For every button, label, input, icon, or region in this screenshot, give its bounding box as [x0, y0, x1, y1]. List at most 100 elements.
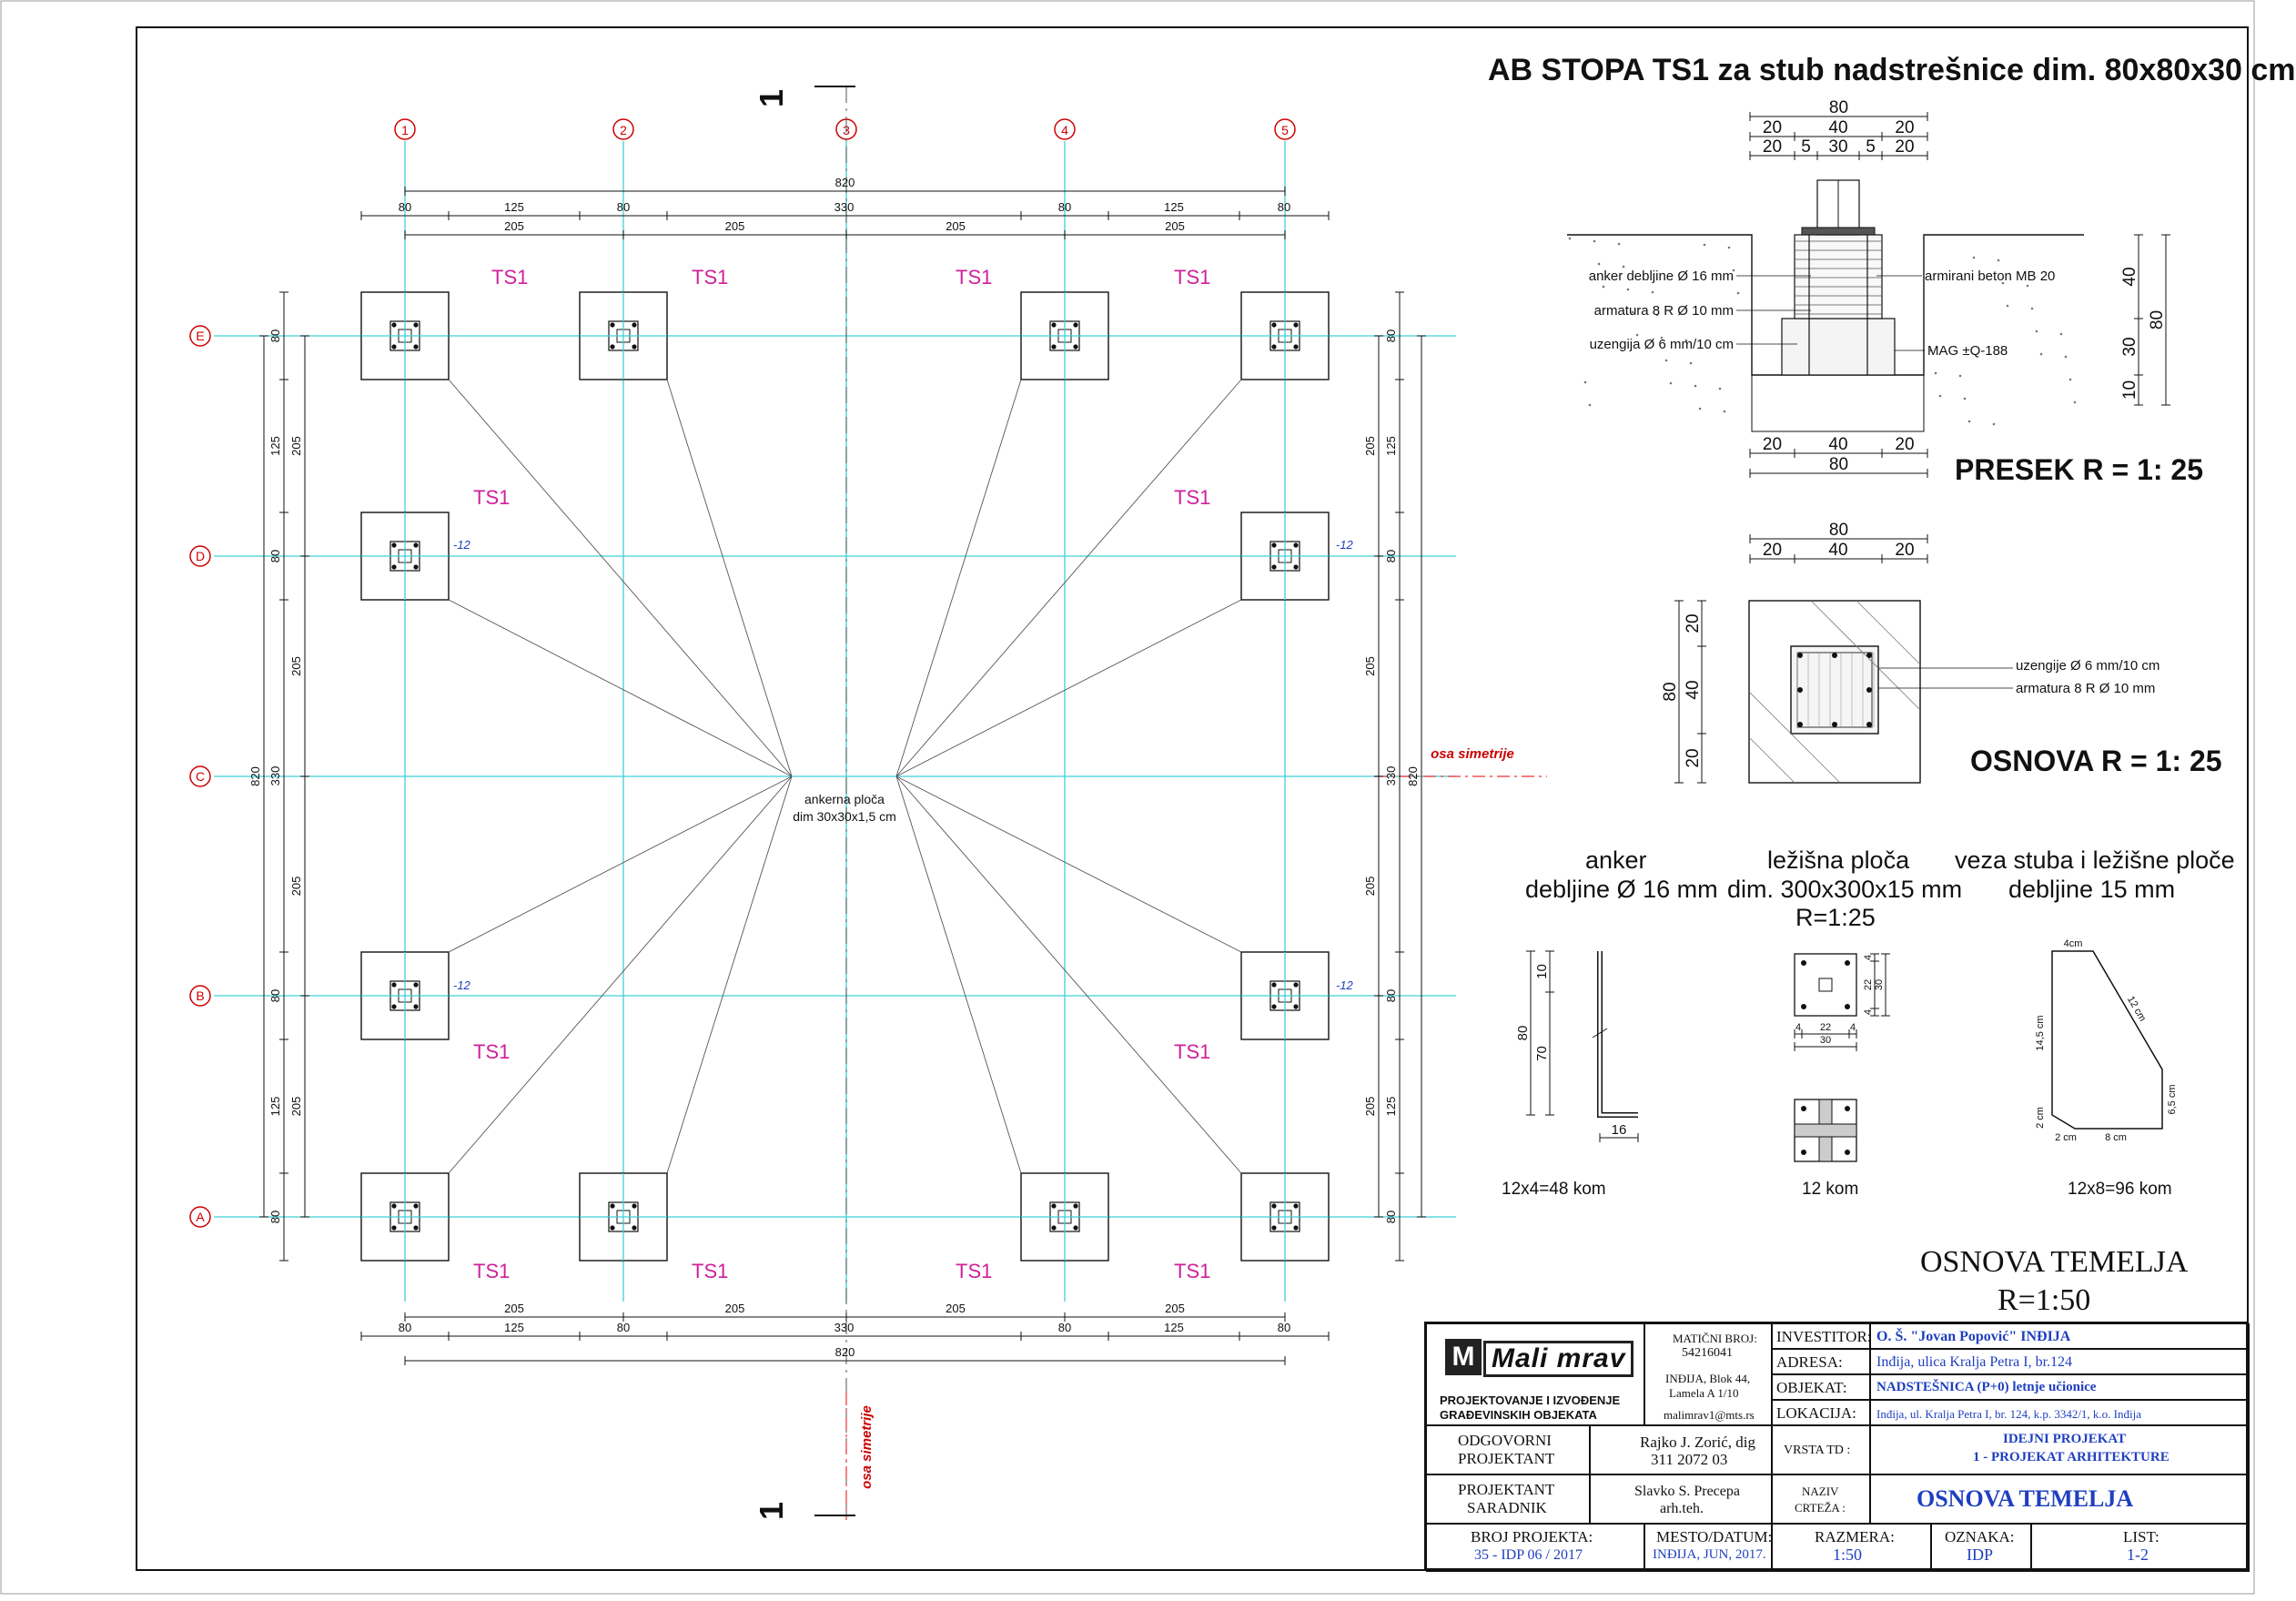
anchor-bolt-icon	[391, 1004, 397, 1009]
level-label: -12	[1336, 538, 1354, 552]
anchor-plate-dim: dim 30x30x1,5 cm	[793, 809, 896, 824]
anchor-bolt-icon	[1073, 344, 1078, 350]
veza-count: 12x8=96 kom	[2068, 1180, 2172, 1199]
axis-bubble	[189, 765, 211, 787]
anker-count: 12x4=48 kom	[1502, 1180, 1606, 1199]
anchor-bolt-icon	[413, 322, 419, 328]
anchor-bolt-icon	[610, 344, 615, 350]
dim-right-row1-text: 80	[1384, 989, 1398, 1002]
plate-dim-text: 4	[1795, 1022, 1801, 1033]
pedestal-section	[1794, 234, 1883, 319]
dim-top-total-text: 820	[835, 176, 855, 189]
broj-label: BROJ PROJEKTA:	[1471, 1528, 1593, 1545]
anchor-bolt-icon	[610, 322, 615, 328]
soil-dot	[1723, 410, 1726, 413]
dim-bottom-row1-text: 80	[617, 1321, 630, 1334]
company-email: malimrav1@mts.rs	[1664, 1408, 1755, 1422]
dim-right-row2-text: 205	[1363, 436, 1377, 456]
soil-dot	[1727, 246, 1731, 249]
veza-dim: 6,5 cm	[2167, 1084, 2178, 1114]
anchor-bar-inner	[1598, 951, 1638, 1117]
odgovorni-number: 311 2072 03	[1651, 1451, 1728, 1468]
axis-bubble	[612, 118, 634, 140]
anchor-bolt-icon	[391, 564, 397, 570]
anchor-bolt-icon	[413, 542, 419, 548]
rebar-dot-icon	[1866, 653, 1872, 658]
rebar-dot-icon	[1866, 687, 1872, 693]
dim-top-row1-text: 80	[399, 200, 411, 214]
dim-right-row1-text: 80	[1384, 329, 1398, 342]
soil-dot	[1669, 381, 1673, 385]
soil-dot	[2068, 378, 2072, 381]
axis-label: B	[196, 988, 204, 1003]
uzengije-label: uzengije Ø 6 mm/10 cm	[2016, 658, 2159, 674]
bolt-hole-icon	[1845, 1004, 1850, 1009]
soil-dot	[1694, 384, 1697, 388]
bolt-hole-icon	[1801, 1106, 1806, 1111]
anchor-bolt-icon	[632, 1203, 637, 1209]
saradnik-label1: PROJEKTANT	[1458, 1481, 1555, 1498]
dim-right-total-text: 820	[1406, 766, 1420, 786]
plan-title: OSNOVA TEMELJA	[1920, 1245, 2189, 1279]
plate-count: 12 kom	[1802, 1180, 1859, 1199]
armatura-label: armatura 8 R Ø 10 mm	[1594, 303, 1734, 319]
soil-dot	[1698, 407, 1702, 410]
footing-tag: TS1	[473, 1260, 510, 1282]
saradnik-name: Slavko S. Precepa	[1634, 1484, 1740, 1499]
mesto-label: MESTO/DATUM:	[1656, 1528, 1773, 1545]
soil-dot	[1664, 359, 1668, 362]
soil-dot	[1622, 265, 1625, 269]
anker-subtitle: debljine Ø 16 mm	[1525, 876, 1718, 903]
sec-dim-row1-text: 20	[1763, 118, 1782, 137]
rebar-dot-icon	[1797, 722, 1803, 727]
lokacija-label: LOKACIJA:	[1776, 1404, 1856, 1422]
dim-left-row1-text: 330	[268, 766, 282, 786]
anchor-bolt-icon	[632, 344, 637, 350]
company-info-cell: MATIČNI BROJ: 54216041 INĐIJA, Blok 44, …	[1644, 1323, 1772, 1425]
sec-dim-bottom-row1-text: 40	[1828, 435, 1847, 454]
soil-dot	[1934, 371, 1937, 375]
anchor-bolt-icon	[391, 322, 397, 328]
anchor-bolt-icon	[610, 1225, 615, 1231]
anchor-bolt-icon	[413, 1225, 419, 1231]
leader-line	[448, 775, 793, 1174]
axis-label: A	[196, 1210, 205, 1224]
diagonal-line	[1748, 691, 1841, 784]
plan-scale: R=1:50	[1998, 1283, 2091, 1317]
bolt-hole-icon	[1801, 960, 1806, 966]
razmera-label: RAZMERA:	[1815, 1528, 1895, 1545]
bolt-hole-icon	[1801, 1004, 1806, 1009]
objekat-value: NADSTEŠNICA (P+0) letnje učionice	[1876, 1380, 2097, 1394]
dim-bottom-row1-text: 80	[399, 1321, 411, 1334]
anker-label: anker debljine Ø 16 mm	[1589, 269, 1734, 284]
axis-label: E	[196, 329, 204, 343]
section-mark: 1	[753, 89, 790, 107]
company-logo: M Mali mrav	[1445, 1339, 1634, 1377]
anchor-bolt-icon	[391, 1203, 397, 1209]
axis-bubble	[189, 985, 211, 1007]
leader-line	[666, 775, 793, 1174]
dim-left-row1-text: 80	[268, 1211, 282, 1223]
anchor-bolt-icon	[391, 982, 397, 988]
sec-dim-row2-text: 20	[1895, 137, 1914, 157]
soil-dot	[1635, 333, 1639, 337]
veza-dim: 2 cm	[2055, 1132, 2077, 1143]
soil-dot	[2001, 281, 2005, 285]
soil-dot	[1660, 336, 1664, 339]
bolt-hole-icon	[1845, 1150, 1850, 1155]
veza-dim: 4cm	[2064, 938, 2083, 949]
diagonal-line	[1810, 600, 1921, 711]
vrsta-label: VRSTA TD :	[1784, 1444, 1851, 1457]
plate-dim-right-text: 4	[1863, 1009, 1874, 1015]
veza-dim: 8 cm	[2105, 1132, 2127, 1143]
dim-left-row2-text: 205	[289, 436, 303, 456]
anker-dim-total-text: 80	[1515, 1026, 1531, 1041]
soil-dot	[1631, 310, 1634, 314]
dim-top-row1-text: 80	[617, 200, 630, 214]
mag-label: MAG ±Q-188	[1927, 343, 2008, 359]
anchor-bolt-icon	[1051, 344, 1057, 350]
oznaka-label: OZNAKA:	[1945, 1528, 2015, 1545]
